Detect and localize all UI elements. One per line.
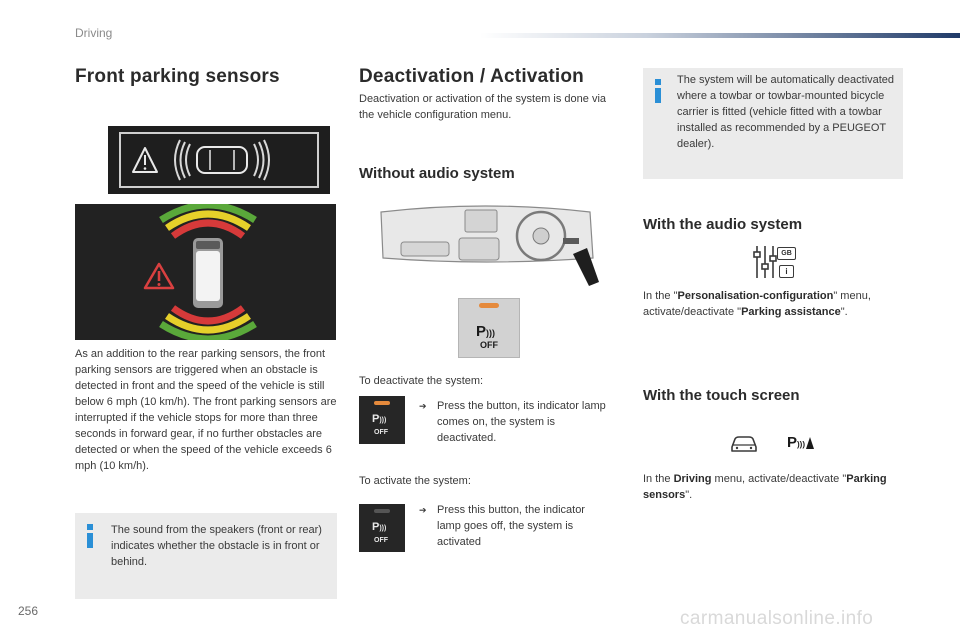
parking-off-button-large: P))) OFF xyxy=(458,298,520,358)
with-audio-heading: With the audio system xyxy=(643,216,803,233)
with-touch-screen-heading: With the touch screen xyxy=(643,387,800,404)
section-title: Driving xyxy=(75,26,113,40)
off-label: OFF xyxy=(374,537,388,544)
parking-display-icon xyxy=(119,132,319,188)
indicator-lamp-off xyxy=(374,509,390,513)
page-number: 256 xyxy=(18,604,39,618)
parking-p-icon: P))) xyxy=(372,521,387,533)
audio-settings-illustration: GB i xyxy=(752,244,798,280)
sensor-zones-illustration xyxy=(75,201,336,343)
off-label: OFF xyxy=(480,340,498,350)
deactivate-step: Press the button, its indicator lamp com… xyxy=(437,400,606,444)
menu-name: Personalisation-configuration xyxy=(677,290,834,302)
menu-item-name: Parking sensors xyxy=(643,473,887,501)
activate-lead: To activate the system: xyxy=(359,475,471,487)
without-audio-heading: Without audio system xyxy=(359,165,515,182)
info-icon xyxy=(655,79,661,103)
front-parking-sensors-heading: Front parking sensors xyxy=(75,66,280,87)
info-icon xyxy=(87,524,93,548)
menu-item-name: Parking assistance xyxy=(741,306,841,318)
warning-icon xyxy=(806,437,814,449)
menu-name: Driving xyxy=(673,473,712,485)
bullet-arrow: ➔ xyxy=(419,505,427,515)
parking-sensor-icon: P))) xyxy=(787,434,806,451)
deactivation-intro: Deactivation or activation of the system… xyxy=(359,93,607,121)
dashboard-icon xyxy=(380,205,599,286)
parking-off-button-lit: P))) OFF xyxy=(359,396,405,444)
header-rule xyxy=(480,33,960,38)
audio-instructions: In the "Personalisation-configuration" m… xyxy=(643,290,871,318)
parking-off-button-unlit: P))) OFF xyxy=(359,504,405,552)
vehicle-sensor-icon xyxy=(143,201,257,343)
speaker-info-text: The sound from the speakers (front or re… xyxy=(111,524,322,568)
indicator-lamp-on xyxy=(374,401,390,405)
parking-p-icon: P))) xyxy=(476,323,496,340)
watermark: carmanualsonline.info xyxy=(680,608,874,629)
info-badge: i xyxy=(779,265,794,278)
speaker-info-box: The sound from the speakers (front or re… xyxy=(75,513,337,599)
activate-step: Press this button, the indicator lamp go… xyxy=(437,504,585,548)
deactivate-lead: To deactivate the system: xyxy=(359,375,484,387)
off-label: OFF xyxy=(374,429,388,436)
deactivation-activation-heading: Deactivation / Activation xyxy=(359,66,584,87)
indicator-lamp xyxy=(479,303,499,308)
dashboard-illustration xyxy=(375,198,605,290)
car-icon xyxy=(731,436,757,452)
settings-sliders-icon xyxy=(753,246,777,278)
display-panel-illustration xyxy=(108,126,330,194)
language-badge: GB xyxy=(777,247,796,260)
front-sensors-description: As an addition to the rear parking senso… xyxy=(75,348,337,472)
parking-p-icon: P))) xyxy=(372,413,387,425)
touch-screen-icons: P))) xyxy=(729,432,819,456)
touch-screen-instructions: In the Driving menu, activate/deactivate… xyxy=(643,473,887,501)
towbar-info-text: The system will be automatically deactiv… xyxy=(677,74,895,150)
towbar-info-box: The system will be automatically deactiv… xyxy=(643,68,903,179)
bullet-arrow: ➔ xyxy=(419,401,427,411)
